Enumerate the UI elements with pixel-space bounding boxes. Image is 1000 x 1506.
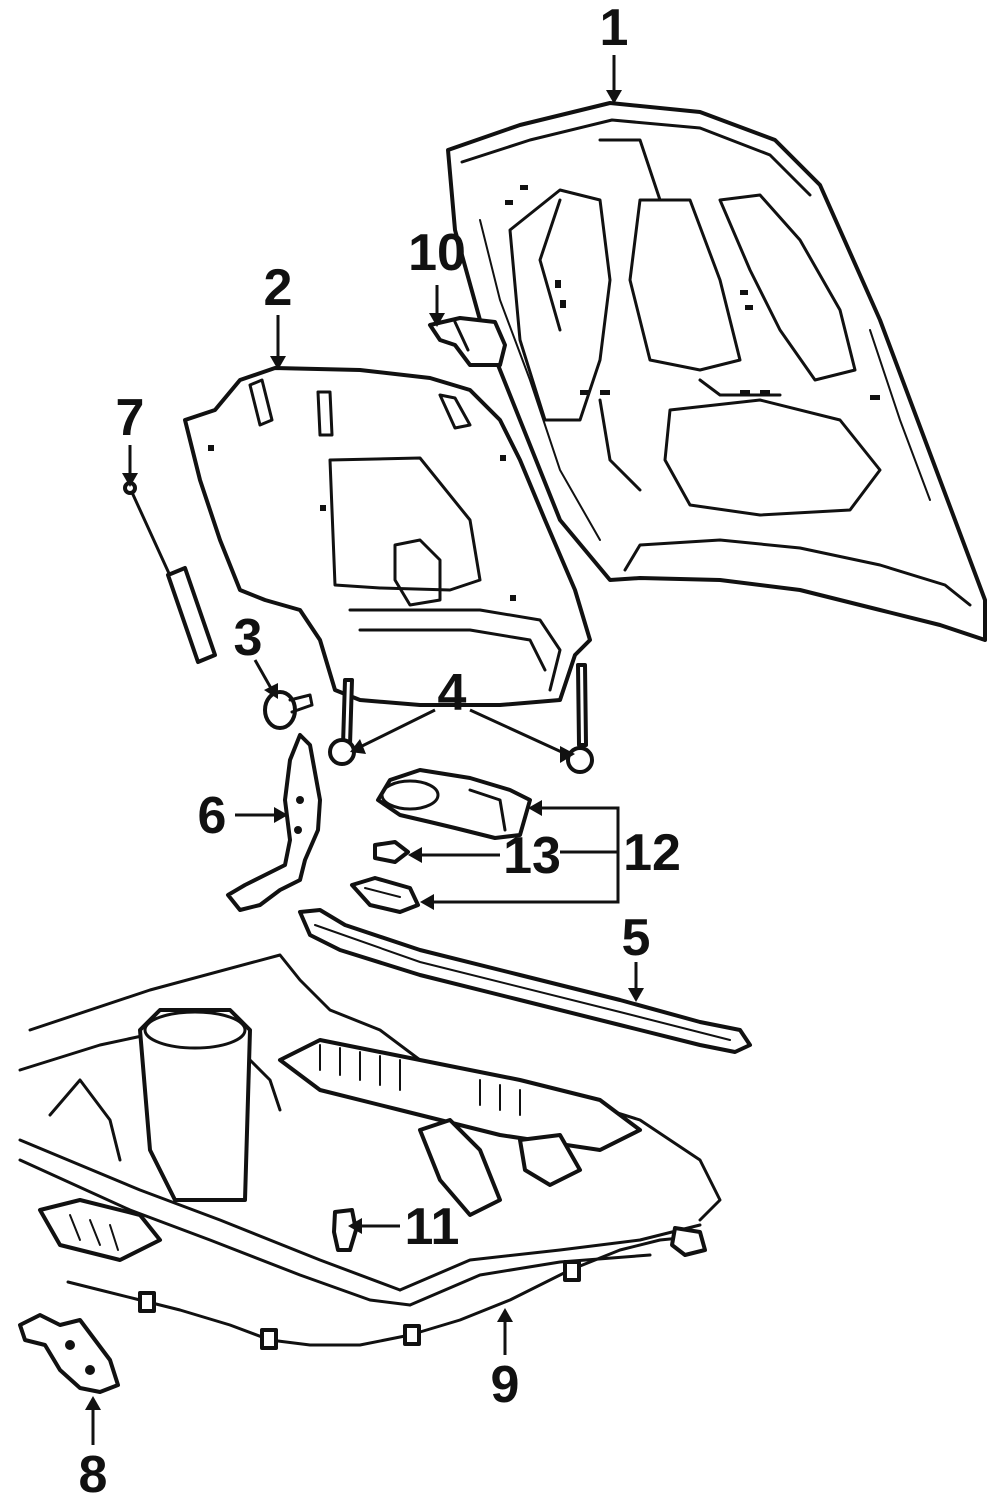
callout-5: 5 — [622, 909, 651, 967]
callout-7: 7 — [116, 389, 145, 447]
underhood-lamp-assembly — [376, 768, 532, 840]
callout-11: 11 — [405, 1198, 460, 1256]
hood-hinge-links — [328, 663, 594, 774]
hood-weatherstrip — [298, 908, 752, 1054]
hood-latch — [18, 1313, 120, 1394]
leader-lines — [85, 55, 644, 1445]
lamp-bulb — [373, 840, 410, 864]
callout-12: 12 — [623, 824, 681, 882]
callout-6: 6 — [198, 787, 227, 845]
callout-8: 8 — [79, 1446, 108, 1504]
callout-2: 2 — [264, 259, 293, 317]
hood-hinge — [226, 733, 322, 912]
hood-panel — [446, 101, 987, 642]
callout-1: 1 — [600, 0, 629, 57]
callout-13: 13 — [503, 827, 561, 885]
lamp-seal — [350, 876, 420, 914]
callout-3: 3 — [234, 609, 263, 667]
latch-striker — [332, 1208, 358, 1252]
hood-release-cable — [66, 1226, 707, 1350]
callout-9: 9 — [491, 1356, 520, 1414]
hood-insulator — [183, 366, 592, 707]
callout-10: 10 — [408, 224, 466, 282]
retaining-clip — [428, 316, 507, 367]
lift-support-strut — [123, 481, 217, 664]
hood-bumper — [263, 690, 314, 730]
engine-compartment — [18, 953, 722, 1307]
callout-4: 4 — [438, 664, 467, 722]
callout-labels: 1 2 3 4 5 6 7 8 9 10 11 12 13 — [79, 0, 681, 1504]
